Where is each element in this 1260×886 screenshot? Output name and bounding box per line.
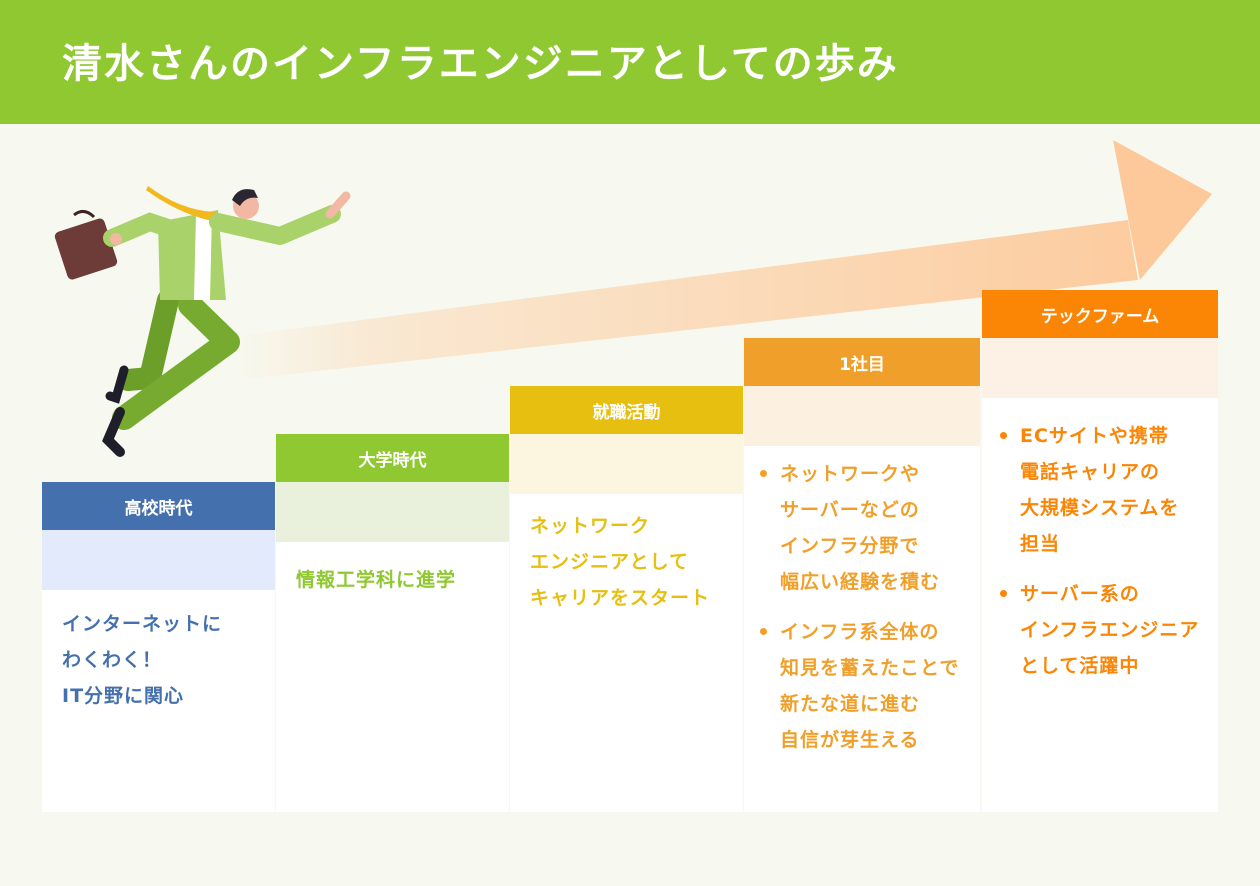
bullet-list: ECサイトや携帯 電話キャリアの 大規模システムを 担当 サーバー系の インフラ… <box>998 418 1218 684</box>
step-spacer <box>982 338 1218 398</box>
step-label: 1社目 <box>744 338 980 386</box>
step-text-line: ネットワーク <box>530 515 651 537</box>
bullet-text-line: 電話キャリアの <box>1020 461 1161 483</box>
step-body: ECサイトや携帯 電話キャリアの 大規模システムを 担当 サーバー系の インフラ… <box>982 398 1218 812</box>
step-text-line: わくわく！ <box>62 649 163 671</box>
bullet-text-line: インフラエンジニア <box>1020 619 1200 641</box>
step-text-line: インターネットに <box>62 613 223 635</box>
header-banner: 清水さんのインフラエンジニアとしての歩み <box>0 0 1260 124</box>
step-body: ネットワークや サーバーなどの インフラ分野で 幅広い経験を積む インフラ系全体… <box>744 446 980 812</box>
step-label: テックファーム <box>982 290 1218 338</box>
bullet-text-line: 大規模システムを <box>1020 497 1180 519</box>
step-label: 高校時代 <box>42 482 275 530</box>
bullet-text-line: インフラ分野で <box>780 535 920 557</box>
bullet-list: ネットワークや サーバーなどの インフラ分野で 幅広い経験を積む インフラ系全体… <box>758 456 980 758</box>
growth-arrow-icon <box>230 140 1212 380</box>
bullet-text-line: サーバー系の <box>1020 583 1140 605</box>
step-label: 就職活動 <box>510 386 743 434</box>
bullet-item: ネットワークや サーバーなどの インフラ分野で 幅広い経験を積む <box>758 456 980 600</box>
step-university: 大学時代 情報工学科に進学 <box>276 434 509 812</box>
step-first-company: 1社目 ネットワークや サーバーなどの インフラ分野で 幅広い経験を積む インフ… <box>744 338 980 812</box>
bullet-text-line: として活躍中 <box>1020 655 1140 677</box>
bullet-item: ECサイトや携帯 電話キャリアの 大規模システムを 担当 <box>998 418 1218 562</box>
step-spacer <box>510 434 743 494</box>
step-text-line: IT分野に関心 <box>62 685 185 707</box>
step-text-line: 情報工学科に進学 <box>296 569 457 591</box>
bullet-text-line: 知見を蓄えたことで <box>780 657 960 679</box>
step-text-line: キャリアをスタート <box>530 587 711 609</box>
step-body: 情報工学科に進学 <box>276 542 509 812</box>
running-businessman-icon <box>54 186 351 457</box>
step-spacer <box>42 530 275 590</box>
step-job-hunting: 就職活動 ネットワーク エンジニアとして キャリアをスタート <box>510 386 743 812</box>
bullet-text-line: ネットワークや <box>780 463 921 485</box>
bullet-text-line: ECサイトや携帯 <box>1020 425 1169 447</box>
step-techfirm: テックファーム ECサイトや携帯 電話キャリアの 大規模システムを 担当 サーバ… <box>982 290 1218 812</box>
step-high-school: 高校時代 インターネットに わくわく！ IT分野に関心 <box>42 482 275 812</box>
step-label: 大学時代 <box>276 434 509 482</box>
bullet-text-line: 新たな道に進む <box>780 693 921 715</box>
bullet-text-line: 幅広い経験を積む <box>780 571 941 593</box>
bullet-item: サーバー系の インフラエンジニア として活躍中 <box>998 576 1218 684</box>
step-spacer <box>276 482 509 542</box>
bullet-text-line: サーバーなどの <box>780 499 920 521</box>
bullet-text-line: インフラ系全体の <box>780 621 940 643</box>
bullet-text-line: 担当 <box>1020 533 1061 555</box>
bullet-text-line: 自信が芽生える <box>780 729 920 751</box>
step-body: ネットワーク エンジニアとして キャリアをスタート <box>510 494 743 812</box>
step-text-line: エンジニアとして <box>530 551 690 573</box>
page-title: 清水さんのインフラエンジニアとしての歩み <box>62 41 899 87</box>
step-spacer <box>744 386 980 446</box>
bullet-item: インフラ系全体の 知見を蓄えたことで 新たな道に進む 自信が芽生える <box>758 614 980 758</box>
step-body: インターネットに わくわく！ IT分野に関心 <box>42 590 275 812</box>
